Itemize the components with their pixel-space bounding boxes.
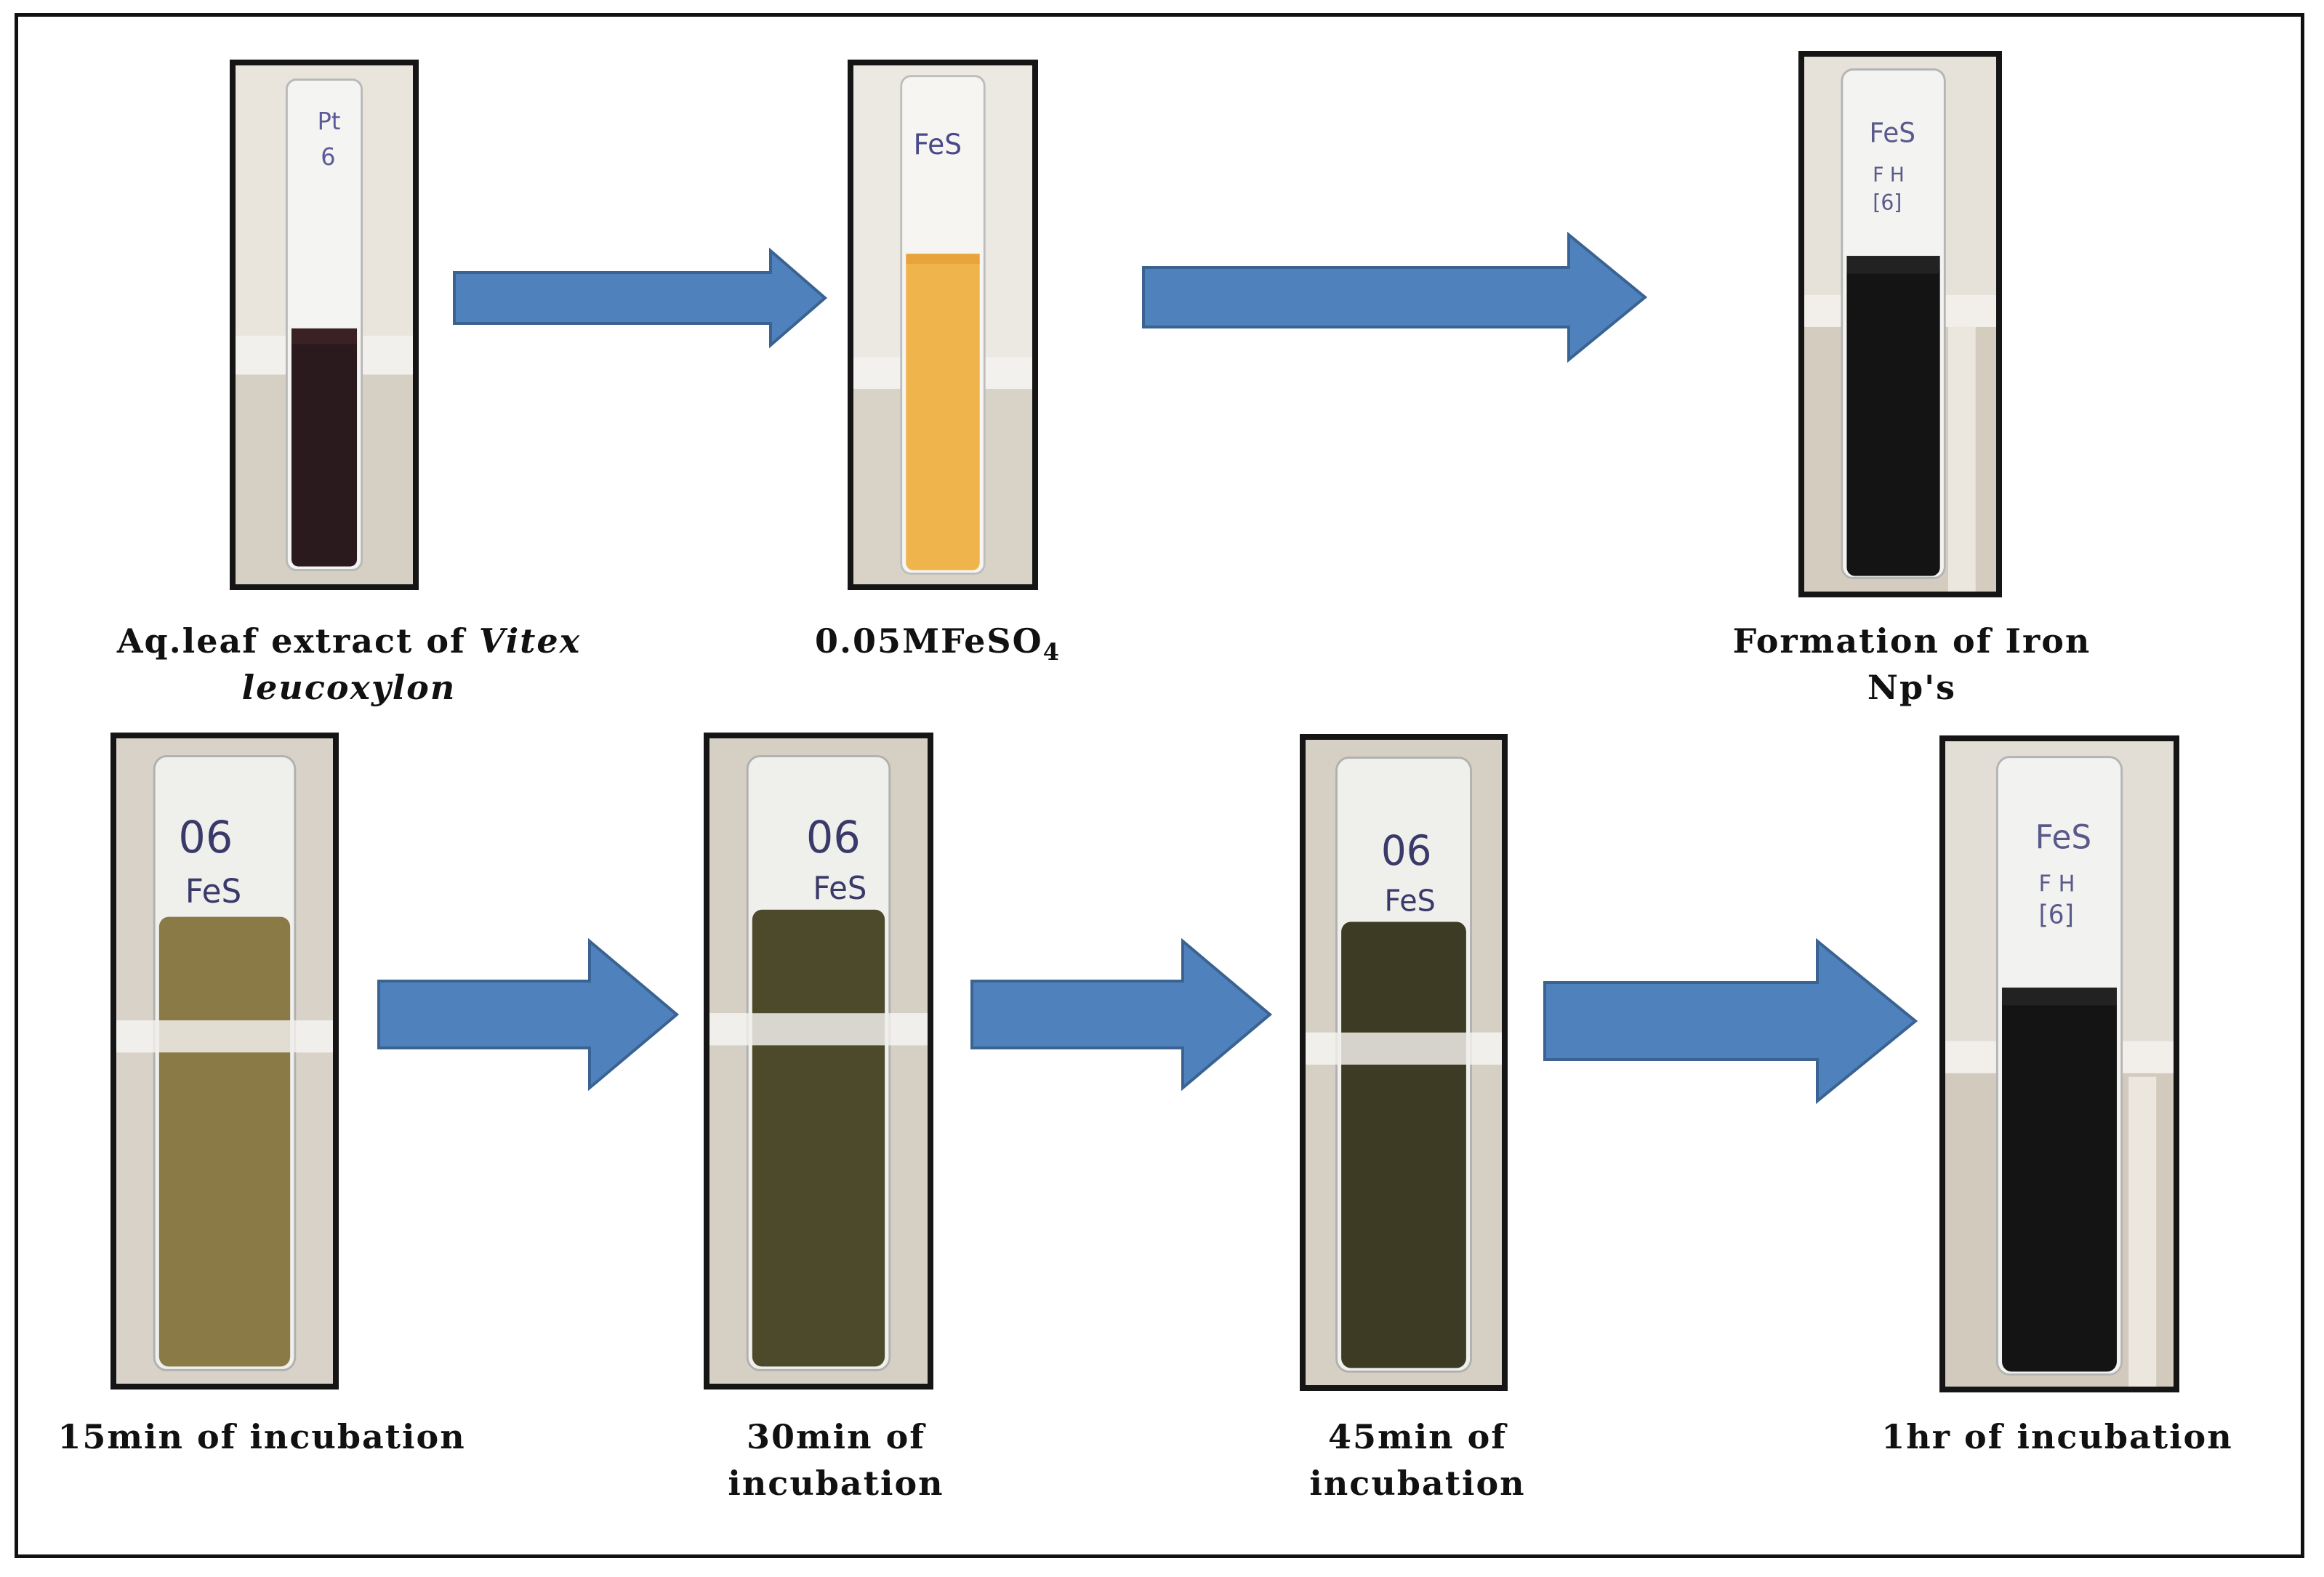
- caption-leaf-extract: Aq.leaf extract of Vitex leucoxylon: [95, 618, 603, 711]
- photo-15min-tube: 06 FeS: [110, 733, 339, 1390]
- caption-leaf-extract-species: leucoxylon: [241, 668, 457, 707]
- caption-leaf-extract-plain: Aq.leaf extract of: [116, 621, 479, 661]
- iron-np-liquid: [1846, 262, 1940, 576]
- svg-text:FeS: FeS: [813, 871, 867, 907]
- svg-text:06: 06: [1381, 827, 1432, 875]
- svg-text:[6]: [6]: [2038, 900, 2074, 930]
- svg-text:FeS: FeS: [914, 129, 962, 162]
- caption-feso4-subscript: 4: [1042, 638, 1061, 666]
- arrow-30min-to-45min: [968, 937, 1274, 1092]
- caption-leaf-extract-genus: Vitex: [478, 621, 582, 661]
- svg-text:06: 06: [178, 812, 233, 863]
- caption-15min-text: 15min of incubation: [57, 1417, 466, 1456]
- photo-leaf-extract-tube: Pt 6: [230, 60, 419, 590]
- svg-text:6: 6: [321, 142, 335, 171]
- photo-30min-tube: 06 FeS: [704, 733, 933, 1390]
- photo-45min-tube: 06 FeS: [1300, 734, 1508, 1391]
- liquid-15min: [158, 916, 291, 1367]
- feso4-liquid: [906, 254, 980, 570]
- extract-liquid: [291, 335, 358, 567]
- arrow-45min-to-1hr: [1541, 937, 1919, 1105]
- liquid-30min: [752, 909, 885, 1367]
- photo-feso4-tube: FeS: [848, 60, 1038, 590]
- caption-iron-np: Formation of Iron Np's: [1672, 618, 2152, 711]
- tube-1hr-image: FeS F H [6]: [1945, 741, 2174, 1387]
- figure-frame: [15, 13, 2304, 1558]
- feso4-tube-image: FeS: [853, 65, 1032, 584]
- caption-15min: 15min of incubation: [29, 1413, 494, 1460]
- photo-iron-np-tube: FeS F H [6]: [1798, 51, 2002, 597]
- caption-30min-line1: 30min of: [746, 1417, 926, 1456]
- svg-text:FeS: FeS: [1385, 883, 1436, 919]
- svg-text:Pt: Pt: [318, 107, 341, 135]
- svg-text:F H: F H: [2038, 871, 2075, 898]
- caption-45min-line2: incubation: [1309, 1464, 1526, 1503]
- tube-30min-image: 06 FeS: [709, 738, 928, 1384]
- svg-text:06: 06: [806, 812, 861, 863]
- tube-45min-image: 06 FeS: [1306, 740, 1502, 1385]
- caption-1hr: 1hr of incubation: [1832, 1413, 2283, 1460]
- caption-30min: 30min of incubation: [654, 1413, 1018, 1507]
- arrow-15min-to-30min: [375, 937, 680, 1092]
- arrow-extract-to-feso4: [451, 247, 829, 349]
- caption-iron-np-line2: Np's: [1867, 668, 1957, 707]
- iron-np-tube-image: FeS F H [6]: [1804, 57, 1996, 592]
- liquid-45min: [1341, 921, 1466, 1368]
- caption-1hr-text: 1hr of incubation: [1881, 1417, 2233, 1456]
- svg-text:FeS: FeS: [2035, 819, 2091, 857]
- svg-text:FeS: FeS: [185, 873, 241, 911]
- photo-1hr-tube: FeS F H [6]: [1939, 735, 2179, 1392]
- caption-feso4-text: 0.05MFeSO: [815, 621, 1043, 661]
- caption-45min: 45min of incubation: [1236, 1413, 1599, 1507]
- svg-text:FeS: FeS: [1870, 117, 1915, 149]
- liquid-1hr: [2002, 994, 2117, 1372]
- svg-text:F H: F H: [1873, 164, 1904, 187]
- caption-iron-np-line1: Formation of Iron: [1732, 621, 2091, 661]
- caption-feso4: 0.05MFeSO4: [771, 618, 1105, 675]
- caption-45min-line1: 45min of: [1327, 1417, 1508, 1456]
- tube-15min-image: 06 FeS: [116, 738, 333, 1384]
- caption-30min-line2: incubation: [728, 1464, 944, 1503]
- arrow-feso4-to-iron-np: [1140, 231, 1649, 363]
- svg-text:[6]: [6]: [1873, 190, 1902, 215]
- leaf-extract-tube-image: Pt 6: [236, 65, 413, 584]
